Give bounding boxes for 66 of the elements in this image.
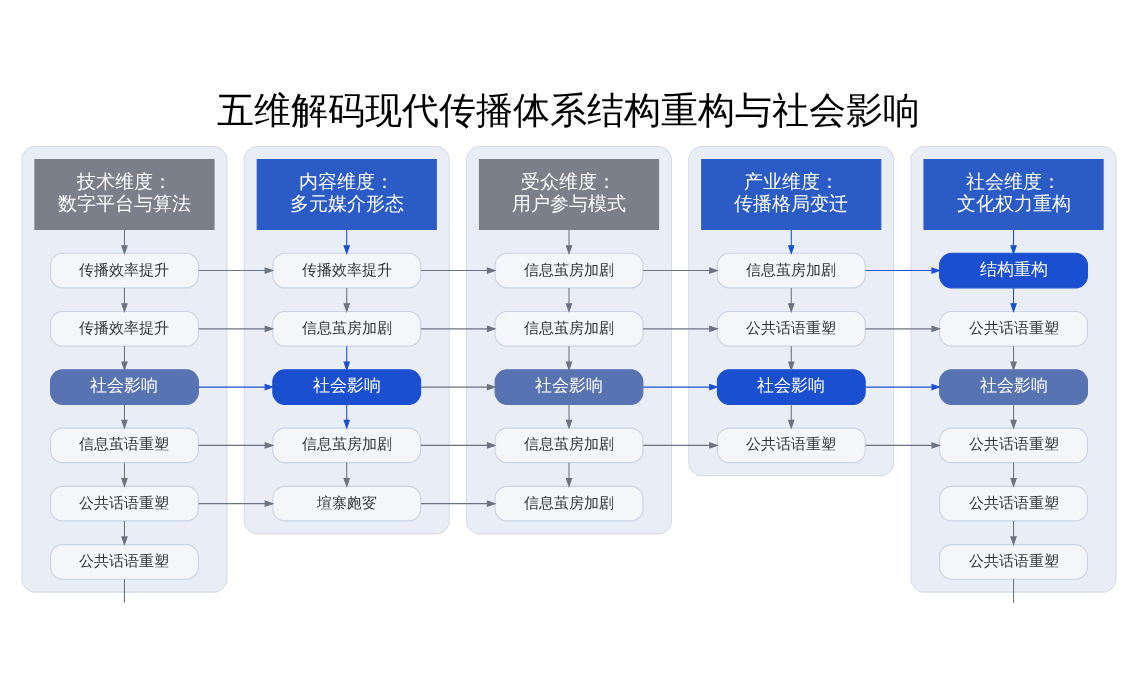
arrow: [198, 267, 275, 274]
node-box: 社会影响: [272, 369, 422, 405]
node-box: 内容维度： 多元媒介形态: [256, 158, 437, 231]
arrow: [198, 441, 275, 449]
node-box: 结构重构: [939, 252, 1088, 289]
node-box: 信息茧房加剧: [494, 311, 644, 347]
node-box: 社会影响: [716, 369, 866, 405]
node-box: 公共话语重塑: [939, 544, 1088, 580]
node-box: 公共话语重塑: [50, 544, 199, 580]
node-box: 传播效率提升: [50, 311, 199, 347]
node-box: 受众维度： 用户参与模式: [478, 158, 660, 231]
node-box: 产业维度： 传播格局变迁: [701, 158, 882, 231]
node-box: 公共话语重塑: [939, 485, 1088, 522]
arrow: [642, 441, 719, 449]
node-box: 信息茧房加剧: [494, 485, 644, 522]
arrow: [864, 441, 942, 449]
node-box: 公共话语重塑: [716, 311, 866, 347]
arrow: [343, 403, 351, 430]
node-box: 信息茧语重塑: [50, 427, 199, 464]
node-box: 塇寨皰叜: [272, 485, 422, 522]
arrow: [420, 267, 497, 274]
node-box: 公共话语重塑: [716, 427, 866, 464]
node-box: 信息茧房加剧: [272, 427, 422, 464]
arrow: [565, 462, 573, 488]
arrow: [787, 403, 795, 430]
arrow: [198, 500, 275, 508]
cluster: [465, 145, 673, 535]
node-box: 社会维度： 文化权力重构: [923, 158, 1104, 231]
node-box: 信息茧房加剧: [494, 427, 644, 464]
node-box: 信息茧房加剧: [494, 252, 644, 289]
node-box: 社会影响: [50, 369, 199, 405]
arrow: [565, 287, 573, 313]
arrow: [565, 345, 573, 372]
node-box: 公共话语重塑: [939, 427, 1088, 464]
cluster: [910, 145, 1117, 593]
node-box: 传播效率提升: [272, 252, 422, 289]
arrow: [1010, 403, 1017, 430]
arrow: [642, 267, 719, 274]
node-box: 传播效率提升: [50, 252, 199, 289]
node-box: 公共话语重塑: [939, 311, 1088, 347]
node-box: 信息茧房加剧: [716, 252, 866, 289]
node-box: 社会影响: [494, 369, 644, 405]
arrow: [642, 325, 719, 333]
arrow: [565, 403, 573, 430]
arrow: [420, 441, 497, 449]
arrow: [420, 383, 497, 391]
cluster: [243, 145, 450, 535]
arrow: [565, 229, 573, 255]
arrow: [864, 267, 942, 274]
node-box: 公共话语重塑: [50, 485, 199, 522]
arrow: [420, 325, 497, 333]
node-box: 信息茧房加剧: [272, 311, 422, 347]
connector: [1013, 578, 1015, 604]
diagram-title: 五维解码现代传播体系结构重构与社会影响: [217, 88, 921, 132]
node-box: 社会影响: [939, 369, 1088, 405]
arrow: [198, 325, 275, 333]
arrow: [864, 383, 942, 391]
node-box: 技术维度： 数字平台与算法: [34, 158, 215, 231]
cluster: [688, 145, 895, 477]
arrow: [121, 403, 128, 430]
connector: [123, 578, 125, 604]
arrow: [864, 325, 942, 333]
cluster: [21, 145, 228, 593]
arrow: [198, 383, 275, 391]
arrow: [642, 383, 719, 391]
arrow: [420, 500, 497, 508]
